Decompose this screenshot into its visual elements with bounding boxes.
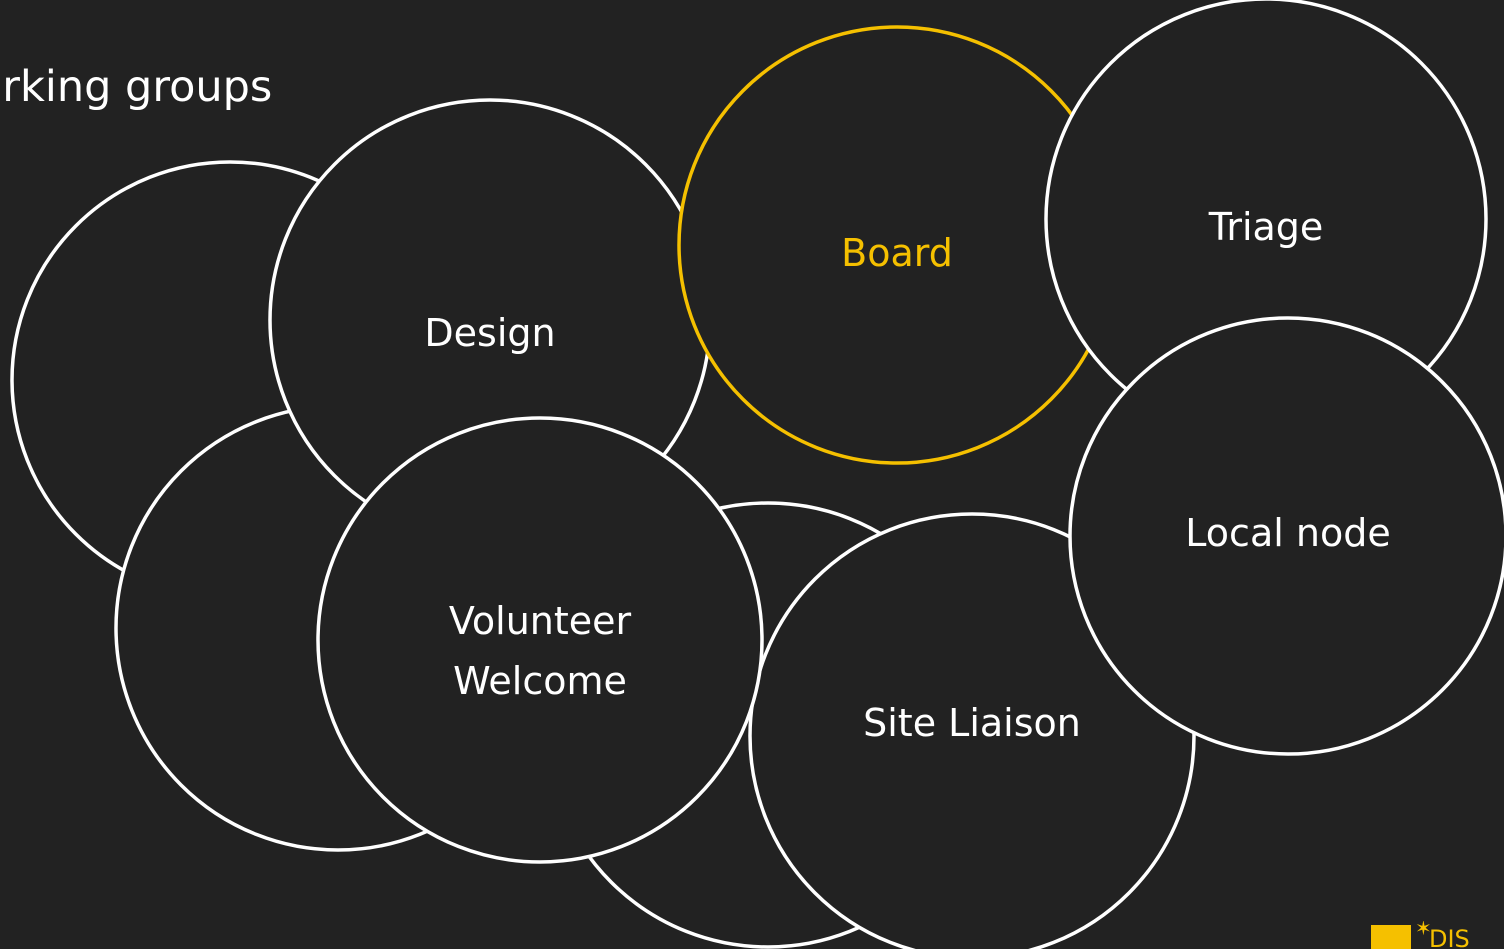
group-label-triage: Triage [1208,205,1324,249]
group-label-board: Board [841,231,953,275]
group-circle-site-liaison[interactable] [748,512,1196,949]
group-label-local-node: Local node [1185,511,1390,555]
brand-logo: ✶ DIS [1371,921,1504,949]
group-circle-volunteer-welcome[interactable] [316,416,764,864]
group-label-volunteer: Volunteer [449,599,632,643]
group-label-welcome: Welcome [453,659,627,703]
page-title: orking groups [0,62,273,112]
group-circle-local-node[interactable] [1068,316,1504,756]
logo-box-icon [1371,925,1411,949]
group-label-site-liaison: Site Liaison [863,701,1081,745]
group-label-design: Design [424,311,555,355]
spark-icon: ✶ [1415,921,1432,940]
logo-text: DIS [1429,925,1470,949]
